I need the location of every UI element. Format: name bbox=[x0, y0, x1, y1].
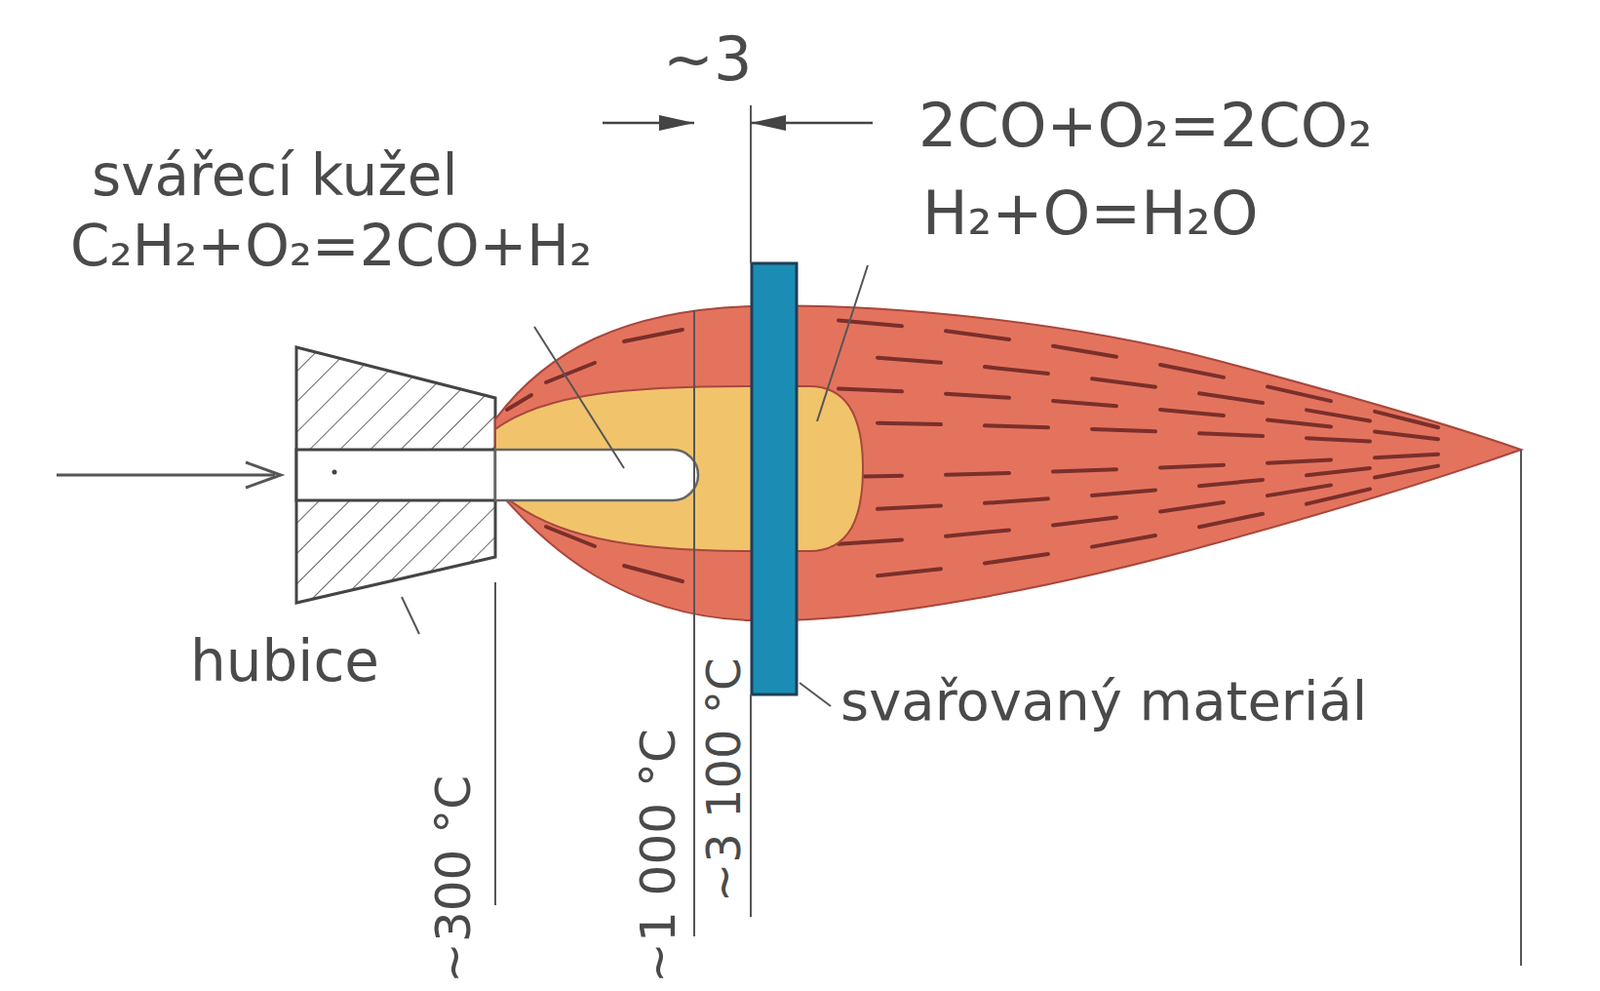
temperature-label: ~1 000 °C bbox=[633, 728, 683, 983]
text-label: svařovaný materiál bbox=[840, 672, 1367, 731]
text-label: ~3 bbox=[663, 27, 752, 91]
temperature-label: ~3 100 °C bbox=[700, 658, 747, 902]
text-label: C₂H₂+O₂=2CO+H₂ bbox=[70, 216, 592, 276]
text-label: svářecí kužel bbox=[91, 146, 459, 206]
temperature-label: ~300 °C bbox=[429, 775, 478, 983]
text-label: 2CO+O₂=2CO₂ bbox=[918, 93, 1372, 157]
text-label: hubice bbox=[190, 631, 380, 692]
text-label: H₂+O=H₂O bbox=[922, 181, 1258, 245]
